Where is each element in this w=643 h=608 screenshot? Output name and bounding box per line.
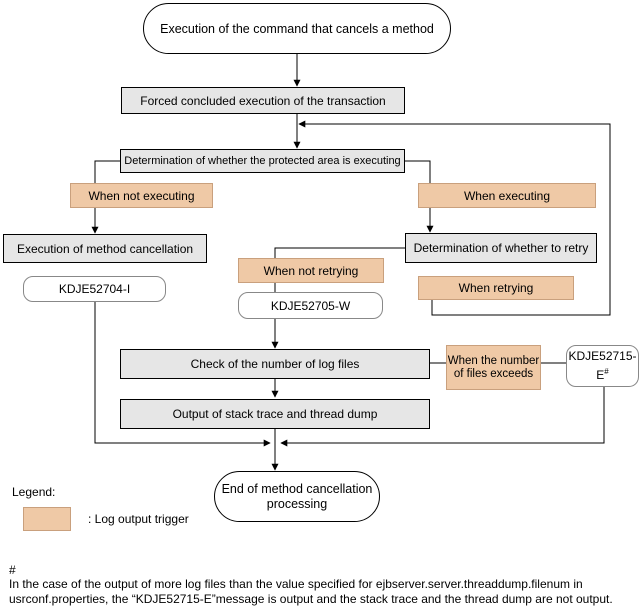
end-label: End of method cancellation processing <box>221 481 373 511</box>
execution-cancellation-label: Execution of method cancellation <box>16 241 194 256</box>
execution-cancellation-node: Execution of method cancellation <box>3 234 207 263</box>
edge-715-merge <box>280 386 605 447</box>
when-not-executing-label: When not executing <box>88 188 195 203</box>
message-kdje52705: KDJE52705-W <box>238 292 383 319</box>
edge-retry-loop <box>298 120 611 316</box>
when-not-retrying-label: When not retrying <box>263 263 359 278</box>
when-not-retrying-trigger: When not retrying <box>238 258 384 283</box>
message-kdje52715-label: KDJE52715-E# <box>567 349 638 383</box>
message-kdje52715: KDJE52715-E# <box>566 345 639 387</box>
legend-title: Legend: <box>12 485 56 499</box>
edge-protected-left <box>91 160 120 234</box>
files-exceeds-trigger: When the number of files exceeds <box>446 345 541 390</box>
message-kdje52704-label: KDJE52704-I <box>58 282 131 296</box>
when-executing-trigger: When executing <box>418 183 596 208</box>
output-stack-trace-label: Output of stack trace and thread dump <box>172 407 378 421</box>
forced-conclusion-label: Forced concluded execution of the transa… <box>140 93 386 108</box>
legend-swatch <box>23 507 71 531</box>
legend-trigger-label: : Log output trigger <box>88 512 189 526</box>
footnote-mark: # <box>9 563 16 577</box>
check-log-files-node: Check of the number of log files <box>120 349 430 379</box>
message-kdje52704: KDJE52704-I <box>23 276 166 302</box>
when-retrying-trigger: When retrying <box>418 276 574 300</box>
edge-cancel-merge <box>94 290 271 447</box>
determine-retry-label: Determination of whether to retry <box>413 241 589 255</box>
end-node: End of method cancellation processing <box>214 471 380 522</box>
output-stack-trace-node: Output of stack trace and thread dump <box>120 399 430 429</box>
when-not-executing-trigger: When not executing <box>70 183 213 208</box>
message-kdje52715-text: KDJE52715-E <box>568 349 637 382</box>
when-retrying-label: When retrying <box>458 281 534 295</box>
determine-protected-label: Determination of whether the protected a… <box>124 155 401 167</box>
determine-protected-node: Determination of whether the protected a… <box>120 149 405 173</box>
when-executing-label: When executing <box>463 188 551 203</box>
forced-conclusion-node: Forced concluded execution of the transa… <box>121 87 405 114</box>
message-kdje52705-label: KDJE52705-W <box>270 298 351 313</box>
start-node: Execution of the command that cancels a … <box>143 3 451 54</box>
message-kdje52715-sup: # <box>604 367 609 376</box>
start-label: Execution of the command that cancels a … <box>160 21 434 36</box>
determine-retry-node: Determination of whether to retry <box>405 233 597 263</box>
footnote-text: In the case of the output of more log fi… <box>9 577 613 606</box>
edge-protected-right <box>405 160 434 233</box>
check-log-files-label: Check of the number of log files <box>190 357 360 371</box>
files-exceeds-label: When the number of files exceeds <box>447 354 540 380</box>
